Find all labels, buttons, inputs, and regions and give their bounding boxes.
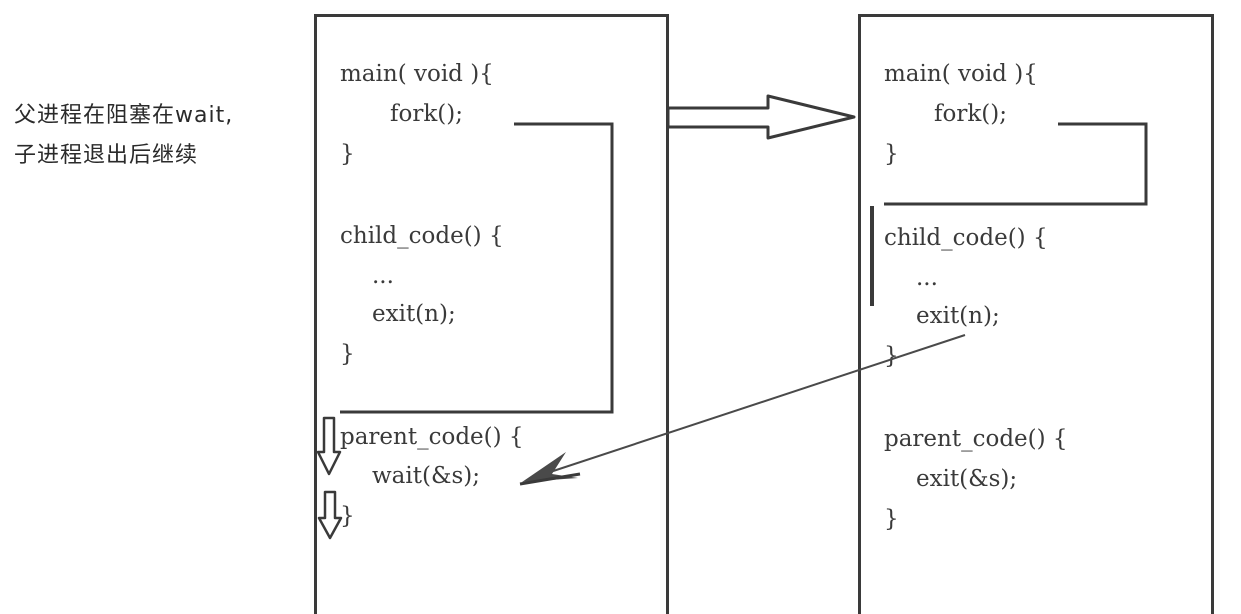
left-parent-close: } bbox=[340, 503, 355, 529]
left-fork-bracket bbox=[340, 122, 614, 414]
right-main-close: } bbox=[884, 141, 899, 167]
wait-underline bbox=[519, 472, 581, 486]
caption-line-1: 父进程在阻塞在wait, bbox=[14, 103, 234, 128]
right-child-code-signature: child_code() { bbox=[884, 225, 1048, 251]
left-fork-call: fork(); bbox=[390, 101, 463, 127]
right-parent-close: } bbox=[884, 506, 899, 532]
left-main-signature: main( void ){ bbox=[340, 61, 494, 87]
parent-continue-down-arrow bbox=[317, 490, 343, 540]
left-parent-code-signature: parent_code() { bbox=[340, 424, 524, 450]
left-child-code-signature: child_code() { bbox=[340, 223, 504, 249]
right-child-close: } bbox=[884, 343, 899, 369]
right-parent-code-signature: parent_code() { bbox=[884, 426, 1068, 452]
left-child-exit: exit(n); bbox=[372, 301, 456, 327]
right-child-ellipsis: ... bbox=[916, 265, 938, 291]
caption-line-2: 子进程退出后继续 bbox=[14, 143, 199, 168]
right-main-signature: main( void ){ bbox=[884, 61, 1038, 87]
parent-blocked-down-arrow bbox=[316, 416, 342, 476]
left-child-close: } bbox=[340, 341, 355, 367]
left-wait-call: wait(&s); bbox=[372, 463, 480, 489]
exit-notify-arrowhead bbox=[522, 452, 578, 482]
right-fork-bracket bbox=[884, 122, 1148, 206]
child-process-panel bbox=[858, 14, 1214, 614]
left-main-close: } bbox=[340, 141, 355, 167]
right-fork-call: fork(); bbox=[934, 101, 1007, 127]
right-child-exit: exit(n); bbox=[916, 303, 1000, 329]
caption: 父进程在阻塞在wait, 子进程退出后继续 bbox=[14, 96, 233, 176]
exit-notify-arrow-line bbox=[531, 334, 966, 479]
right-parent-exit: exit(&s); bbox=[916, 466, 1018, 492]
parent-process-panel bbox=[314, 14, 669, 614]
fork-transition-arrow bbox=[666, 94, 856, 140]
left-child-ellipsis: ... bbox=[372, 263, 394, 289]
